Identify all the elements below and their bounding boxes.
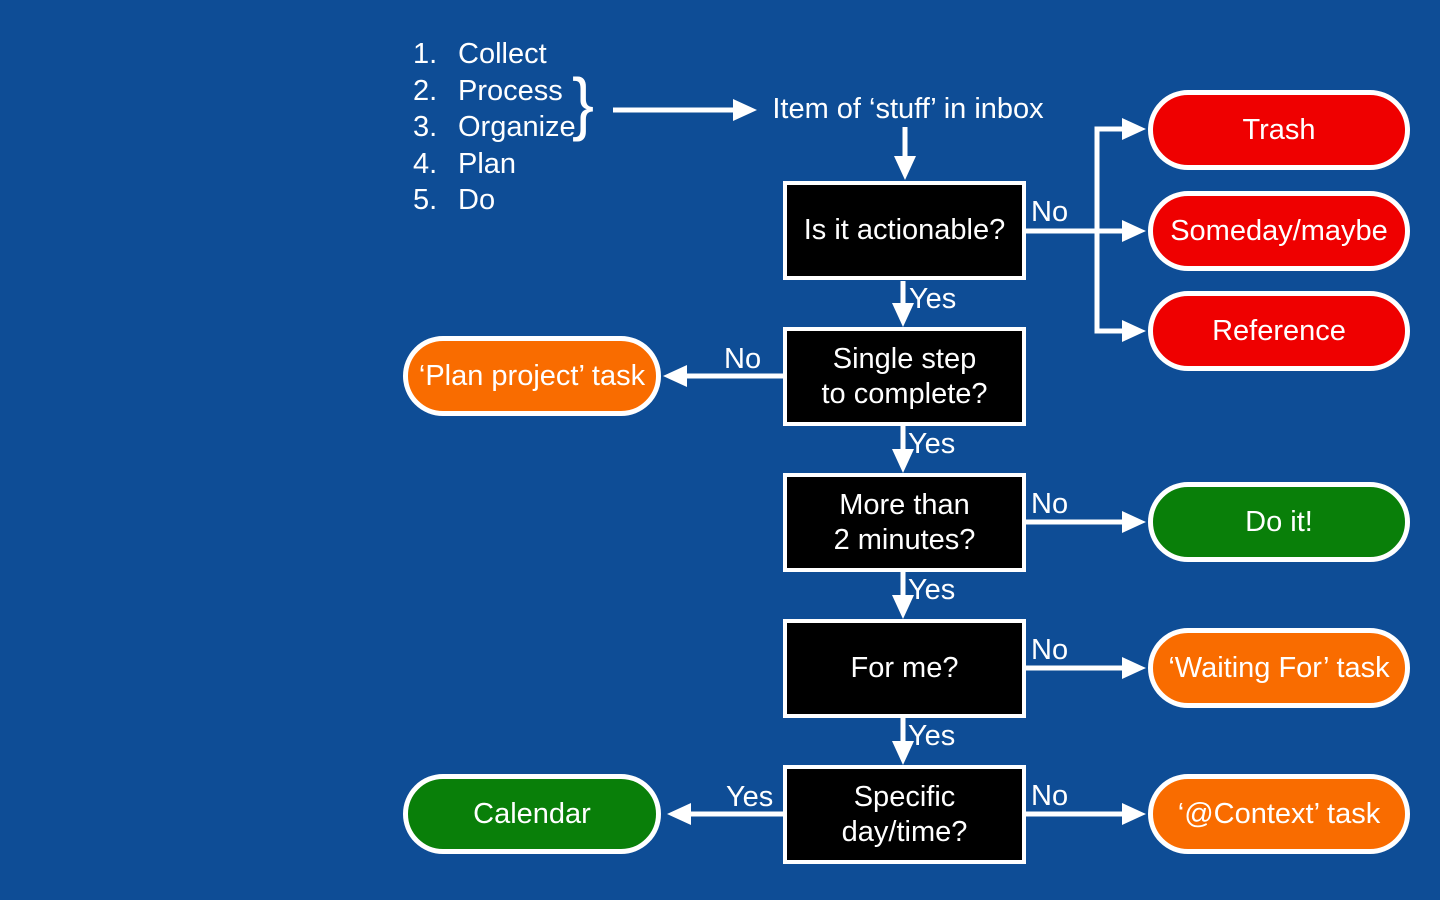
- terminal-label: ‘@Context’ task: [1177, 797, 1381, 830]
- edge-label-two-minutes-no: No: [1031, 488, 1069, 520]
- gtd-steps-list: 1. Collect 2. Process 3. Organize 4. Pla…: [413, 36, 576, 219]
- list-item-number: 5.: [413, 184, 438, 216]
- edge-label-single-step-yes: Yes: [908, 428, 956, 460]
- decision-specific-day-time: Specific day/time?: [783, 765, 1026, 864]
- list-item: 2. Process: [413, 73, 576, 110]
- brace-glyph: }: [572, 64, 595, 142]
- terminal-label: ‘Plan project’ task: [418, 359, 646, 392]
- terminal-plan-project-task: ‘Plan project’ task: [403, 336, 661, 416]
- terminal-label: Trash: [1242, 113, 1316, 146]
- list-item: 3. Organize: [413, 109, 576, 146]
- terminal-calendar: Calendar: [403, 774, 661, 854]
- terminal-label: ‘Waiting For’ task: [1168, 651, 1390, 684]
- terminal-label: Reference: [1212, 314, 1346, 347]
- terminal-reference: Reference: [1148, 291, 1410, 371]
- decision-for-me: For me?: [783, 619, 1026, 718]
- decision-text-line: More than: [839, 488, 970, 521]
- decision-text-line: to complete?: [821, 377, 988, 410]
- list-item: 4. Plan: [413, 146, 576, 183]
- decision-single-step: Single step to complete?: [783, 327, 1026, 426]
- decision-more-than-2-minutes: More than 2 minutes?: [783, 473, 1026, 572]
- list-item-label: Plan: [458, 147, 517, 180]
- edge-label-day-time-no: No: [1031, 780, 1069, 812]
- terminal-label: Calendar: [473, 797, 591, 830]
- list-item-number: 2.: [413, 74, 438, 107]
- list-item-number: 3.: [413, 111, 438, 143]
- list-item-number: 4.: [413, 147, 438, 180]
- terminal-do-it: Do it!: [1148, 482, 1410, 562]
- list-item-label: Do: [458, 184, 496, 216]
- terminal-label: Do it!: [1245, 505, 1313, 538]
- decision-text-line: day/time?: [841, 815, 968, 848]
- edge-label-day-time-yes: Yes: [726, 781, 774, 813]
- terminal-someday-maybe: Someday/maybe: [1148, 191, 1410, 271]
- arrow-actionable-no-trash: [1026, 118, 1146, 234]
- decision-text-line: Specific: [853, 780, 956, 813]
- inbox-item-label: Item of ‘stuff’ in inbox: [772, 93, 1044, 125]
- edge-label-for-me-yes: Yes: [908, 720, 956, 752]
- edge-label-single-step-no: No: [724, 343, 762, 375]
- edge-label-for-me-no: No: [1031, 634, 1069, 666]
- list-item-label: Organize: [458, 111, 576, 143]
- decision-text-line: 2 minutes?: [833, 523, 976, 556]
- arrow-actionable-no-reference: [1094, 231, 1146, 342]
- decision-is-it-actionable: Is it actionable?: [783, 181, 1026, 280]
- list-item: 1. Collect: [413, 36, 576, 73]
- edge-label-actionable-yes: Yes: [909, 283, 957, 315]
- decision-text-line: Is it actionable?: [803, 214, 1006, 246]
- terminal-waiting-for-task: ‘Waiting For’ task: [1148, 628, 1410, 708]
- decision-text-line: Single step: [832, 342, 977, 375]
- terminal-context-task: ‘@Context’ task: [1148, 774, 1410, 854]
- list-item: 5. Do: [413, 182, 576, 219]
- decision-text-line: For me?: [850, 652, 959, 684]
- list-item-label: Collect: [458, 38, 547, 70]
- terminal-label: Someday/maybe: [1170, 214, 1388, 247]
- terminal-trash: Trash: [1148, 90, 1410, 170]
- edge-label-actionable-no: No: [1031, 196, 1069, 228]
- list-item-label: Process: [458, 74, 563, 107]
- edge-label-two-minutes-yes: Yes: [908, 574, 956, 606]
- list-item-number: 1.: [413, 38, 438, 70]
